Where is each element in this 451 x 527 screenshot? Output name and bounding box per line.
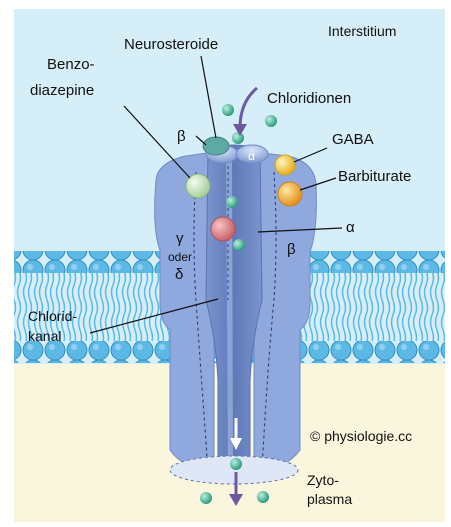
label-zytoplasma-2: plasma: [307, 491, 352, 507]
label-benzodiazepine-1: Benzo-: [47, 56, 95, 73]
label-oder: oder: [168, 250, 192, 264]
label-benzodiazepine-2: diazepine: [30, 82, 94, 99]
label-neurosteroide: Neurosteroide: [124, 36, 218, 53]
label-chloridkanal-1: Chlorid-: [28, 308, 77, 324]
gaba-ligand: [275, 155, 295, 175]
label-chloridionen: Chloridionen: [267, 90, 351, 107]
neurosteroid-site: [203, 137, 229, 155]
label-gaba: GABA: [332, 131, 374, 148]
label-barbiturate: Barbiturate: [338, 168, 411, 185]
label-alpha-top: α: [248, 149, 255, 163]
blocker-molecule: [211, 217, 235, 241]
label-beta-right: β: [287, 241, 296, 258]
label-copyright: © physiologie.cc: [310, 428, 412, 444]
label-alpha-right: α: [346, 219, 355, 236]
label-gamma: γ: [176, 230, 184, 247]
label-zytoplasma-1: Zyto-: [307, 472, 339, 488]
label-delta: δ: [175, 266, 183, 283]
label-beta-top: β: [177, 128, 186, 145]
label-chloridkanal-2: kanal: [28, 328, 61, 344]
barbiturate-ligand: [278, 182, 302, 206]
label-interstitium: Interstitium: [328, 23, 396, 39]
